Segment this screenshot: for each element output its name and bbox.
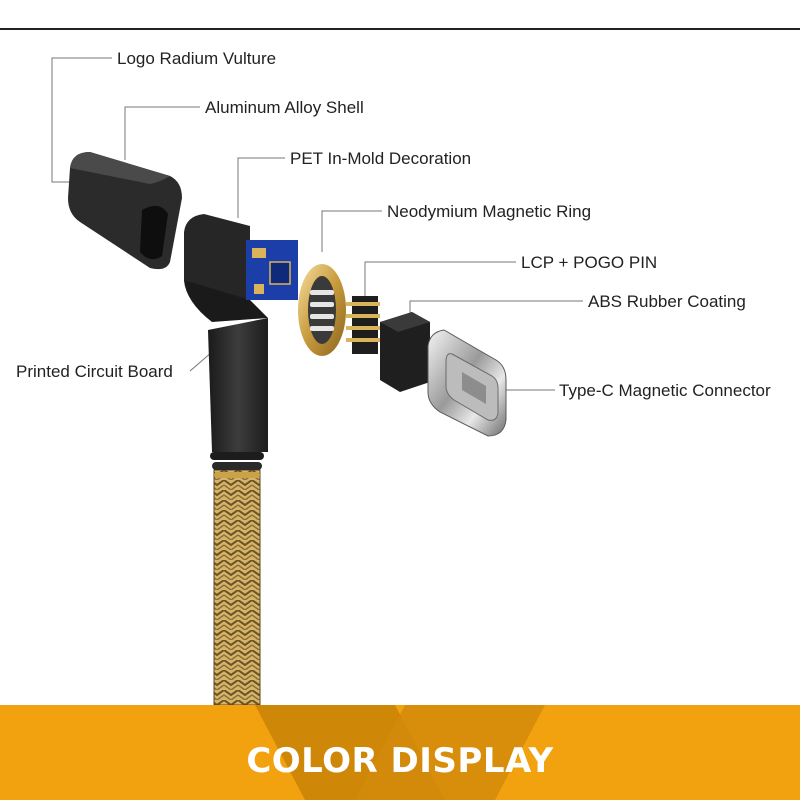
abs-leader <box>409 300 583 320</box>
cable-exploded-diagram <box>51 57 583 705</box>
label-magnetic-ring: Neodymium Magnetic Ring <box>387 202 592 221</box>
label-abs-coating: ABS Rubber Coating <box>588 292 746 311</box>
l-housing <box>184 214 268 452</box>
type-c-connector <box>427 329 507 437</box>
pcb-leader <box>189 351 213 372</box>
color-display-banner: COLOR DISPLAY <box>0 705 800 800</box>
pet-leader <box>237 157 285 218</box>
aluminum-shell <box>68 152 182 270</box>
printed-circuit-board <box>246 240 298 300</box>
label-pet-decoration: PET In-Mold Decoration <box>290 149 472 168</box>
label-aluminum-shell: Aluminum Alloy Shell <box>205 98 364 117</box>
banner-title: COLOR DISPLAY <box>246 741 554 781</box>
pogo-pins <box>346 296 380 354</box>
shell-leader <box>124 106 200 160</box>
label-logo: Logo Radium Vulture <box>117 49 277 68</box>
label-pcb: Printed Circuit Board <box>16 362 173 381</box>
label-type-c: Type-C Magnetic Connector <box>559 381 771 400</box>
label-lcp-pogo-pin: LCP + POGO PIN <box>521 253 658 272</box>
braided-cable <box>214 470 260 705</box>
top-divider <box>0 28 800 30</box>
strain-relief <box>210 452 264 478</box>
ring-leader <box>321 210 382 252</box>
logo-leader <box>51 57 112 183</box>
magnetic-ring <box>298 264 346 356</box>
banner-chevron-shape <box>255 705 545 800</box>
lcp-leader <box>364 261 516 300</box>
abs-coating <box>380 312 430 392</box>
